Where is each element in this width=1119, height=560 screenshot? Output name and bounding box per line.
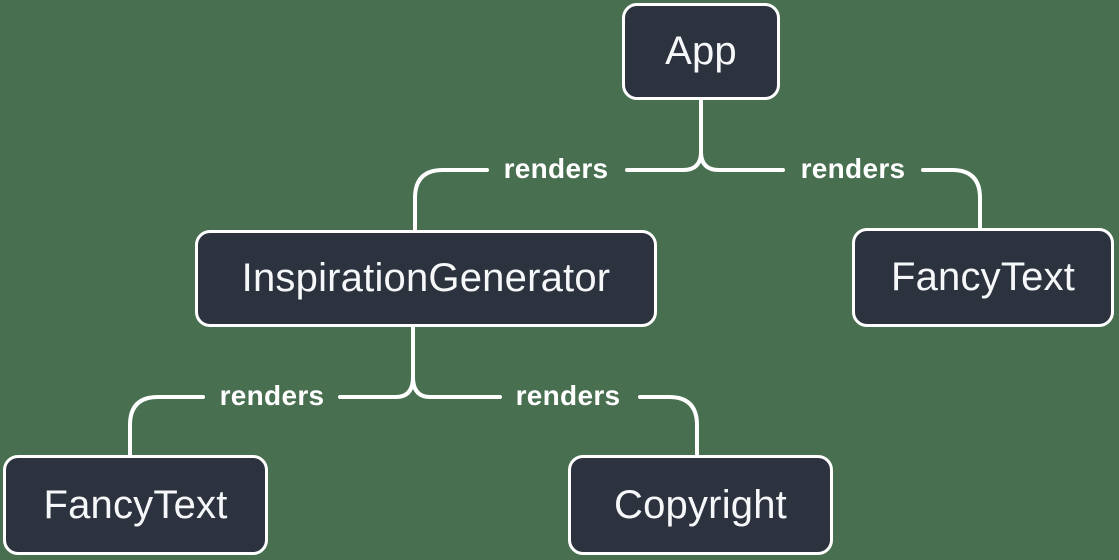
node-copyright-label: Copyright (614, 482, 787, 527)
edge-label-inspiration-generator-fancy-text: renders (219, 380, 325, 411)
node-fancy-text-top: FancyText (852, 228, 1114, 327)
node-app-label: App (665, 29, 737, 73)
node-fancy-text-bottom: FancyText (3, 455, 268, 555)
node-inspiration-generator: InspirationGenerator (195, 230, 657, 327)
edge-label-inspiration-generator-copyright: renders (515, 380, 621, 411)
edge-label-app-fancy-text: renders (800, 153, 906, 184)
node-copyright: Copyright (568, 455, 833, 555)
node-fancy-text-top-label: FancyText (890, 255, 1076, 299)
node-app: App (622, 3, 780, 100)
edge-label-app-inspiration-generator: renders (503, 153, 609, 184)
node-inspiration-generator-label: InspirationGenerator (241, 256, 611, 300)
node-fancy-text-bottom-label: FancyText (43, 482, 228, 527)
